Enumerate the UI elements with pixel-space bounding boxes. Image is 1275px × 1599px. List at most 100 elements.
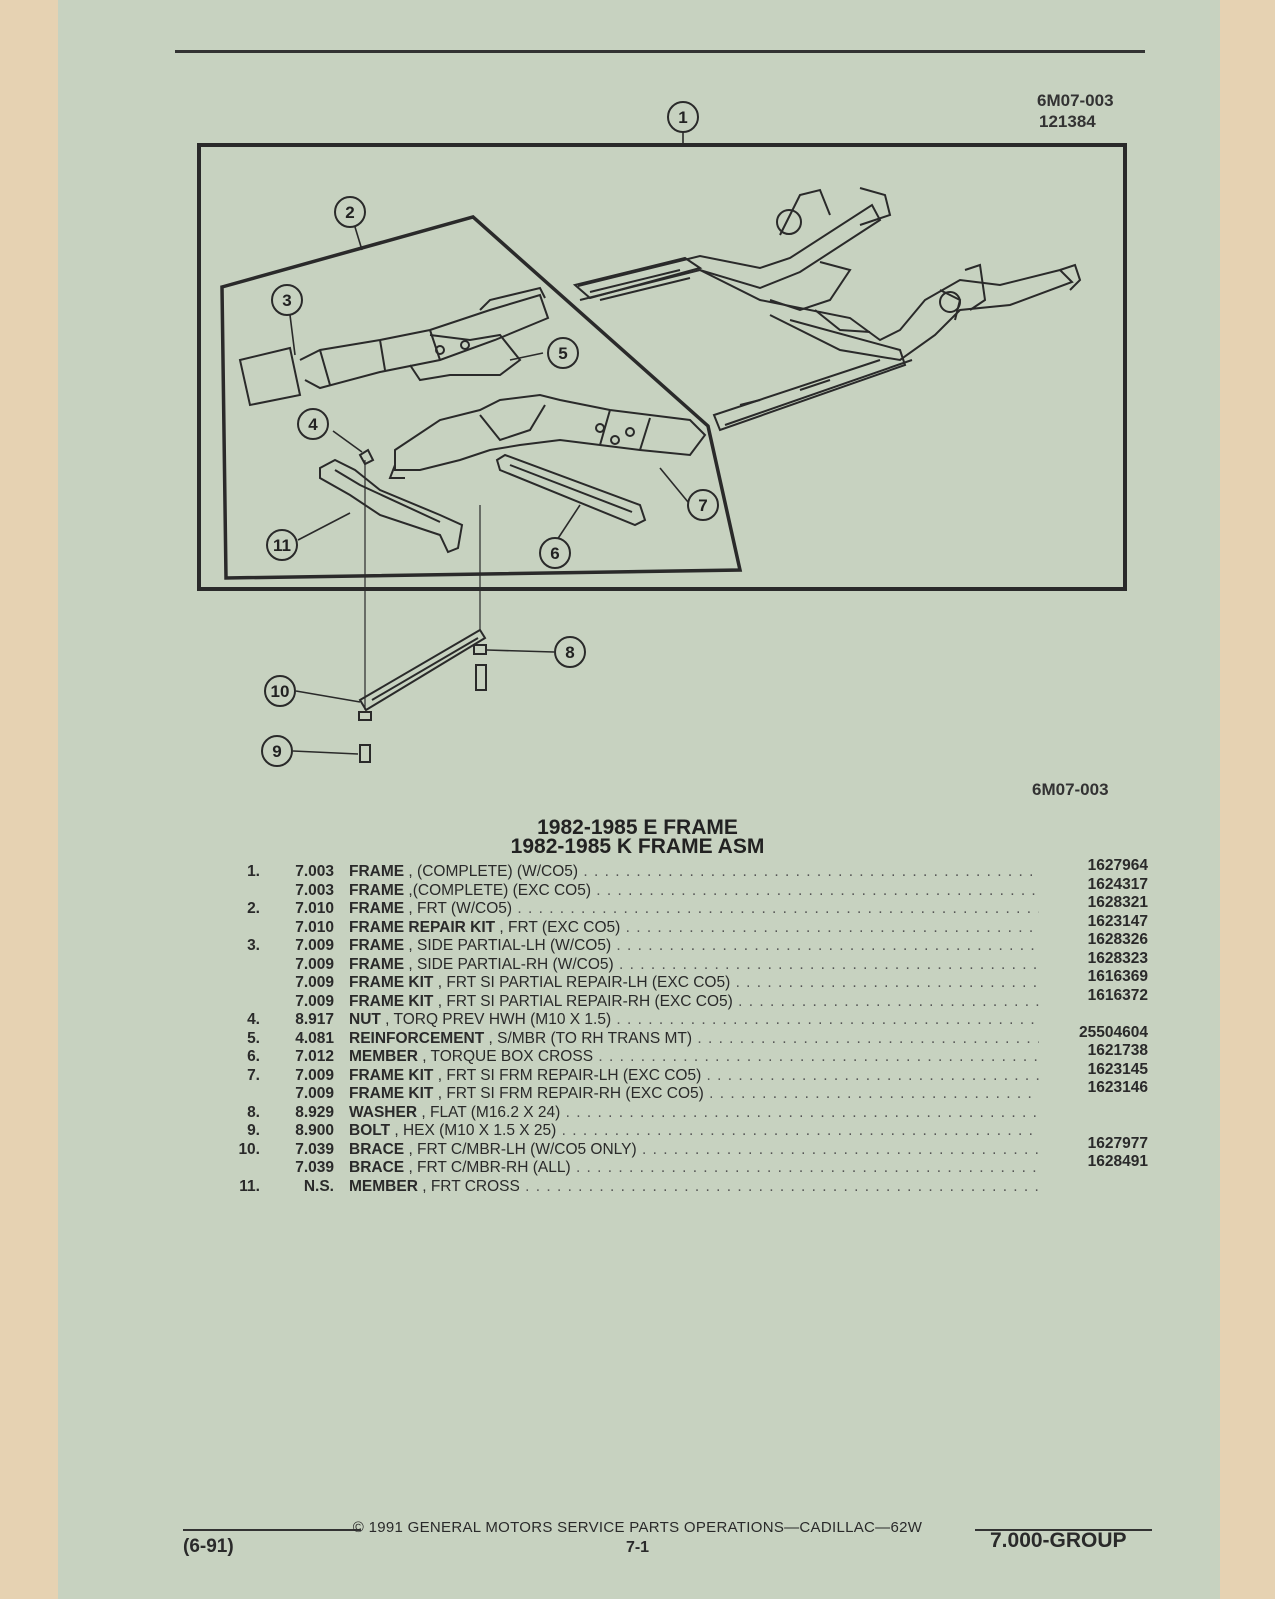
parts-row: 7.009 FRAME KIT , FRT SI FRM REPAIR-RH (E…: [0, 1079, 1275, 1103]
parts-row-name: BRACE: [349, 1140, 405, 1158]
parts-row: 10. 7.039 BRACE , FRT C/MBR-LH (W/CO5 ONLY…: [0, 1135, 1275, 1159]
callout-5: 5: [558, 344, 567, 363]
parts-row-description: NUT , TORQ PREV HWH (M10 X 1.5) . . . . …: [349, 1011, 1039, 1029]
caption-line-1: 1982-1985 E FRAME: [537, 816, 738, 839]
parts-row-detail: , FRT CROSS: [422, 1177, 520, 1195]
dot-leader: . . . . . . . . . . . . . . . . . . . . …: [735, 974, 1039, 991]
parts-row-group: 7.010: [295, 900, 334, 917]
parts-row-part-number: 1627964: [1087, 857, 1148, 874]
callout-circles: [261, 101, 719, 767]
parts-row: 1. 7.003 FRAME , (COMPLETE) (W/CO5) . . . …: [0, 857, 1275, 881]
parts-row-name: FRAME KIT: [349, 1085, 434, 1102]
parts-row: 11.N.S.MEMBER , FRT CROSS . . . . . . . …: [0, 1178, 1275, 1196]
parts-row-description: MEMBER , TORQUE BOX CROSS . . . . . . . …: [349, 1048, 1039, 1066]
parts-row-group: 4.081: [295, 1029, 334, 1047]
complete-frame-drawing: [572, 187, 1082, 432]
parts-row-detail: , TORQ PREV HWH (M10 X 1.5): [385, 1011, 612, 1028]
parts-row-index: 10.: [238, 1140, 260, 1158]
parts-row-group: 7.010: [295, 918, 334, 936]
parts-row-name: NUT: [349, 1011, 381, 1028]
parts-row-group: 7.009: [295, 1085, 334, 1102]
callout-6: 6: [550, 544, 559, 563]
parts-row-part-number: 1628323: [1087, 949, 1148, 967]
dot-leader: . . . . . . . . . . . . . . . . . . . . …: [618, 955, 1039, 973]
dot-leader: . . . . . . . . . . . . . . . . . . . . …: [697, 1029, 1039, 1047]
parts-row-description: WASHER , FLAT (M16.2 X 24) . . . . . . .…: [349, 1104, 1039, 1122]
parts-row-group: 7.003: [295, 863, 334, 880]
figure-code: 6M07-003: [1032, 780, 1109, 799]
parts-row-detail: , HEX (M10 X 1.5 X 25): [394, 1122, 557, 1139]
parts-row-name: FRAME KIT: [349, 1066, 434, 1084]
parts-row-detail: , FRT SI FRM REPAIR-LH (EXC CO5): [437, 1066, 702, 1084]
parts-row-name: BRACE: [349, 1159, 405, 1176]
page-number: 7-1: [625, 1539, 650, 1556]
parts-row-group: 7.039: [295, 1140, 334, 1158]
parts-row-group: 7.012: [295, 1048, 334, 1065]
parts-row-index: 4.: [247, 1011, 260, 1028]
parts-row-group: 7.009: [295, 1066, 334, 1084]
callout-7: 7: [698, 496, 707, 515]
parts-row-name: FRAME: [349, 955, 405, 973]
parts-row-description: FRAME , (COMPLETE) (W/CO5) . . . . . . .…: [349, 863, 1039, 881]
revision-date: (6-91): [183, 1536, 234, 1557]
parts-row-name: FRAME KIT: [349, 974, 434, 991]
parts-row-detail: , FRT (W/CO5): [408, 900, 513, 917]
parts-row-part-number: 1616369: [1087, 968, 1148, 985]
parts-row-name: FRAME: [349, 863, 405, 880]
parts-row-description: BRACE , FRT C/MBR-LH (W/CO5 ONLY) . . . …: [349, 1141, 1039, 1159]
parts-row-group: 8.900: [295, 1122, 334, 1139]
callout-11: 11: [273, 536, 291, 555]
parts-row-part-number: 1628491: [1087, 1153, 1148, 1170]
callout-4: 4: [308, 415, 318, 434]
callout-3: 3: [282, 291, 291, 310]
parts-row-description: FRAME KIT , FRT SI PARTIAL REPAIR-RH (EX…: [349, 993, 1039, 1011]
torque-box-member-drawing: [495, 453, 647, 527]
parts-row-name: MEMBER: [349, 1177, 418, 1195]
parts-row-detail: ,(COMPLETE) (EXC CO5): [408, 881, 591, 899]
parts-row-group: 7.039: [295, 1159, 334, 1176]
dot-leader: . . . . . . . . . . . . . . . . . . . . …: [517, 900, 1039, 917]
parts-row-part-number: 1624317: [1087, 875, 1148, 893]
parts-row-detail: , TORQUE BOX CROSS: [422, 1048, 594, 1065]
parts-row-detail: , S/MBR (TO RH TRANS MT): [488, 1029, 693, 1047]
parts-row-index: 1.: [247, 863, 260, 880]
parts-row-detail: , FLAT (M16.2 X 24): [421, 1103, 561, 1121]
footer-rule-left: [183, 1529, 361, 1531]
parts-row-name: REINFORCEMENT: [349, 1029, 485, 1047]
parts-row-part-number: 1621738: [1087, 1042, 1148, 1059]
parts-row-group: 7.009: [295, 992, 334, 1010]
parts-row-group: N.S.: [303, 1177, 334, 1195]
parts-row-description: FRAME KIT , FRT SI FRM REPAIR-RH (EXC CO…: [349, 1085, 1039, 1103]
parts-row-description: BOLT , HEX (M10 X 1.5 X 25) . . . . . . …: [349, 1122, 1039, 1140]
parts-row-detail: , FRT C/MBR-RH (ALL): [408, 1159, 571, 1176]
parts-row-description: FRAME , SIDE PARTIAL-LH (W/CO5) . . . . …: [349, 937, 1039, 955]
callout-8: 8: [565, 643, 574, 662]
dot-leader: . . . . . . . . . . . . . . . . . . . . …: [596, 881, 1039, 899]
callout-1: 1: [678, 108, 687, 127]
assembly-outline-box: [197, 143, 1127, 591]
dot-leader: . . . . . . . . . . . . . . . . . . . . …: [598, 1048, 1039, 1065]
brace-hardware-drawing: [358, 460, 487, 763]
parts-row-group: 8.917: [295, 1011, 334, 1028]
parts-row-detail: , SIDE PARTIAL-LH (W/CO5): [408, 937, 612, 954]
parts-row-description: REINFORCEMENT , S/MBR (TO RH TRANS MT) .…: [349, 1030, 1039, 1048]
copyright-line: © 1991 GENERAL MOTORS SERVICE PARTS OPER…: [352, 1519, 923, 1536]
parts-row: 7.010 FRAME REPAIR KIT , FRT (EXC CO5) . …: [0, 913, 1275, 937]
parts-row-part-number: 1623145: [1087, 1060, 1148, 1078]
dot-leader: . . . . . . . . . . . . . . . . . . . . …: [561, 1122, 1039, 1139]
parts-row-description: FRAME KIT , FRT SI PARTIAL REPAIR-LH (EX…: [349, 974, 1039, 992]
parts-row-description: BRACE , FRT C/MBR-RH (ALL) . . . . . . .…: [349, 1159, 1039, 1177]
parts-row: 7.039 BRACE , FRT C/MBR-RH (ALL) . . . . …: [0, 1153, 1275, 1177]
parts-row-group: 7.009: [295, 955, 334, 973]
parts-row: 4. 8.917 NUT , TORQ PREV HWH (M10 X 1.5) .…: [0, 1011, 1275, 1029]
parts-row-description: FRAME REPAIR KIT , FRT (EXC CO5) . . . .…: [349, 919, 1039, 937]
parts-row-part-number: 25504604: [1079, 1023, 1148, 1041]
parts-row-detail: , FRT SI PARTIAL REPAIR-LH (EXC CO5): [437, 974, 731, 991]
